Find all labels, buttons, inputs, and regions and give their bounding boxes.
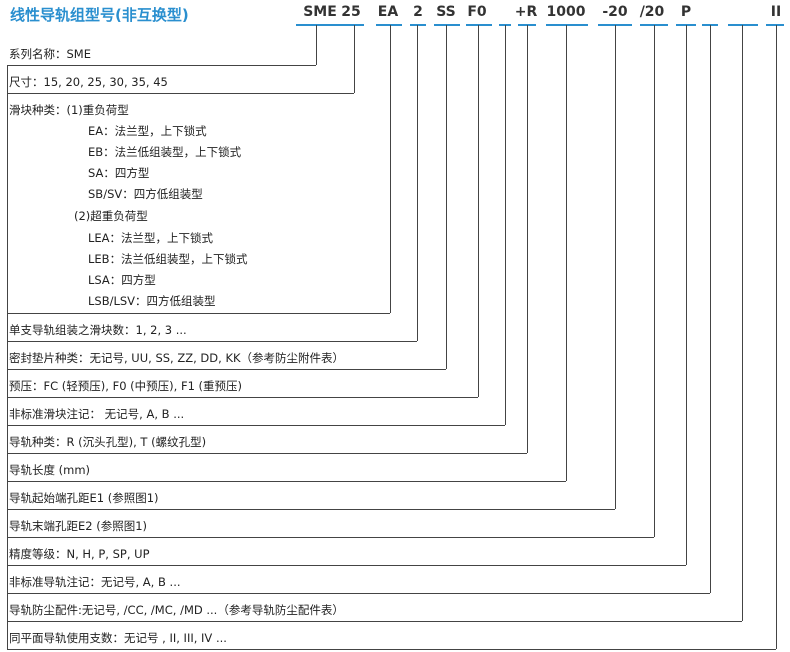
row-block-lsa: LSA：四方型 xyxy=(88,273,156,287)
row-rule xyxy=(7,481,566,482)
row-accuracy: 精度等级：N, H, P, SP, UP xyxy=(9,547,150,561)
connector-preload xyxy=(478,25,479,397)
row-rule xyxy=(7,509,615,510)
row-rule xyxy=(7,93,354,94)
row-seal: 密封垫片种类：无记号, UU, SS, ZZ, DD, KK（参考防尘附件表） xyxy=(9,351,345,365)
connector-nonstd-block xyxy=(505,25,506,425)
code-e1: -20 xyxy=(602,4,628,20)
row-rule xyxy=(7,453,527,454)
connector-seal xyxy=(446,25,447,369)
connector-e1 xyxy=(615,25,616,509)
connector-rail-count xyxy=(776,25,777,649)
code-underline xyxy=(728,24,758,26)
code-block-type: EA xyxy=(377,4,399,20)
connector-nonstd-rail xyxy=(710,25,711,593)
code-underline xyxy=(546,24,588,26)
row-rule xyxy=(7,397,478,398)
connector-block-count xyxy=(417,25,418,341)
connector-block-type xyxy=(390,25,391,313)
code-underline xyxy=(466,24,492,26)
row-super-heavy: (2)超重负荷型 xyxy=(74,209,148,223)
connector-dust-cover xyxy=(742,25,743,621)
code-rail-type: +R xyxy=(514,4,538,20)
row-rule xyxy=(7,313,390,314)
row-nonstd-block: 非标准滑块注记： 无记号, A, B ... xyxy=(9,407,185,421)
connector-rail-type xyxy=(527,25,528,453)
row-rail-length: 导轨长度 (mm) xyxy=(9,463,91,477)
code-rail-count: II xyxy=(770,4,782,20)
row-rule xyxy=(7,425,505,426)
row-block-leb: LEB：法兰低组装型，上下锁式 xyxy=(88,252,248,266)
left-rule xyxy=(7,65,8,649)
code-underline xyxy=(296,24,344,26)
code-accuracy: P xyxy=(680,4,692,20)
code-block-count: 2 xyxy=(413,4,423,20)
row-size: 尺寸：15, 20, 25, 30, 35, 45 xyxy=(9,75,168,89)
row-block-sb: SB/SV：四方低组装型 xyxy=(88,187,203,201)
row-dust-cover: 导轨防尘配件:无记号, /CC, /MC, /MD ...（参考导轨防尘配件表） xyxy=(9,603,344,617)
row-e1: 导轨起始端孔距E1 (参照图1) xyxy=(9,491,159,505)
row-block-ea: EA：法兰型，上下锁式 xyxy=(88,124,207,138)
row-rule xyxy=(7,565,686,566)
code-rail-length: 1000 xyxy=(546,4,586,20)
connector-accuracy xyxy=(686,25,687,565)
connector-rail-length xyxy=(566,25,567,481)
row-preload: 预压：FC (轻预压), F0 (中预压), F1 (重预压) xyxy=(9,379,243,393)
row-rule xyxy=(7,649,776,650)
code-series: SME xyxy=(303,4,337,20)
code-underline xyxy=(766,24,784,26)
row-rule xyxy=(7,593,710,594)
code-e2: /20 xyxy=(639,4,665,20)
code-underline xyxy=(434,24,460,26)
row-rule xyxy=(7,341,417,342)
row-nonstd-rail: 非标准导轨注记：无记号, A, B ... xyxy=(9,575,181,589)
connector-series xyxy=(316,25,317,65)
row-block-count: 单支导轨组装之滑块数：1, 2, 3 ... xyxy=(9,323,187,337)
row-block-lsb: LSB/LSV：四方低组装型 xyxy=(88,294,216,308)
row-series-name: 系列名称：SME xyxy=(9,47,91,61)
code-seal: SS xyxy=(436,4,456,20)
row-rule xyxy=(7,369,446,370)
row-block-eb: EB：法兰低组装型，上下锁式 xyxy=(88,145,242,159)
row-rail-count: 同平面导轨使用支数：无记号 , II, III, IV ... xyxy=(9,631,227,645)
connector-e2 xyxy=(654,25,655,537)
code-underline xyxy=(376,24,402,26)
connector-size xyxy=(354,25,355,93)
code-preload: F0 xyxy=(467,4,487,20)
page-title: 线性导轨组型号(非互换型) xyxy=(10,6,189,24)
row-rule xyxy=(7,537,654,538)
row-rule xyxy=(7,65,316,66)
code-size: 25 xyxy=(341,4,361,20)
row-rail-type: 导轨种类：R (沉头孔型), T (螺纹孔型) xyxy=(9,435,207,449)
row-block-type: 滑块种类：(1)重负荷型 xyxy=(9,103,129,117)
code-underline xyxy=(410,24,426,26)
code-underline xyxy=(340,24,364,26)
row-rule xyxy=(7,621,742,622)
row-block-sa: SA：四方型 xyxy=(88,166,150,180)
row-block-lea: LEA：法兰型，上下锁式 xyxy=(88,231,214,245)
row-e2: 导轨末端孔距E2 (参照图1) xyxy=(9,519,148,533)
